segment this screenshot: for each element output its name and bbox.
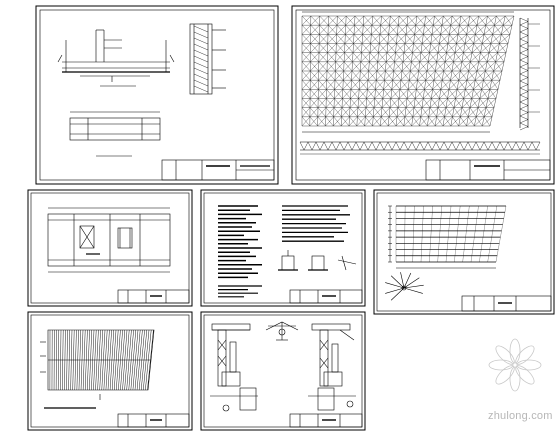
sheet-1[interactable]	[35, 5, 279, 185]
sheet-6-roof-plan	[40, 329, 155, 400]
sheet-4-frame	[203, 192, 363, 304]
sheet-7-section-right	[308, 323, 356, 411]
sheet-7[interactable]	[200, 311, 366, 431]
sheet-4-details	[278, 250, 357, 271]
sheet-5-border	[373, 189, 555, 315]
sheet-7-title-block	[289, 413, 363, 428]
sheet-2[interactable]	[291, 5, 555, 185]
sheet-2-border	[291, 5, 555, 185]
sheet-1-elevation	[57, 29, 175, 87]
sheet-3-frame	[30, 192, 190, 304]
sheet-5-title-block	[461, 295, 552, 312]
sheet-7-section-left	[210, 323, 258, 412]
watermark-text: zhulong.com	[488, 410, 553, 422]
sheet-3-title-block	[117, 289, 190, 304]
sheet-3-plan	[47, 207, 171, 273]
sheet-6-border	[27, 311, 193, 431]
sheet-2-frame	[295, 9, 551, 181]
sheet-6-frame	[30, 314, 190, 428]
sheet-6-title-block	[117, 413, 190, 428]
sheet-2-side-elevation	[519, 17, 540, 131]
sheet-3[interactable]	[27, 189, 193, 307]
sheet-1-plan	[69, 111, 161, 157]
watermark-logo-icon	[488, 338, 542, 392]
sheet-1-title-block	[161, 159, 275, 181]
sheet-5-grid	[388, 205, 507, 269]
sheet-5[interactable]	[373, 189, 555, 315]
sheet-1-frame	[39, 9, 275, 181]
sheet-2-space-frame	[301, 11, 515, 133]
sheet-6[interactable]	[27, 311, 193, 431]
sheet-7-node-detail	[265, 321, 299, 341]
sheet-3-border	[27, 189, 193, 307]
sheet-4-border	[200, 189, 366, 307]
sheet-2-elevation-strip	[299, 141, 541, 155]
sheet-2-title-block	[425, 159, 551, 181]
sheet-5-frame	[376, 192, 552, 312]
sheet-7-frame	[203, 314, 363, 428]
sheet-1-section	[189, 23, 226, 95]
sheet-4-notes	[218, 205, 350, 298]
sheet-4-title-block	[289, 289, 363, 304]
sheet-4[interactable]	[200, 189, 366, 307]
sheet-7-border	[200, 311, 366, 431]
sheet-5-node-detail	[385, 272, 424, 301]
sheet-1-border	[35, 5, 279, 185]
